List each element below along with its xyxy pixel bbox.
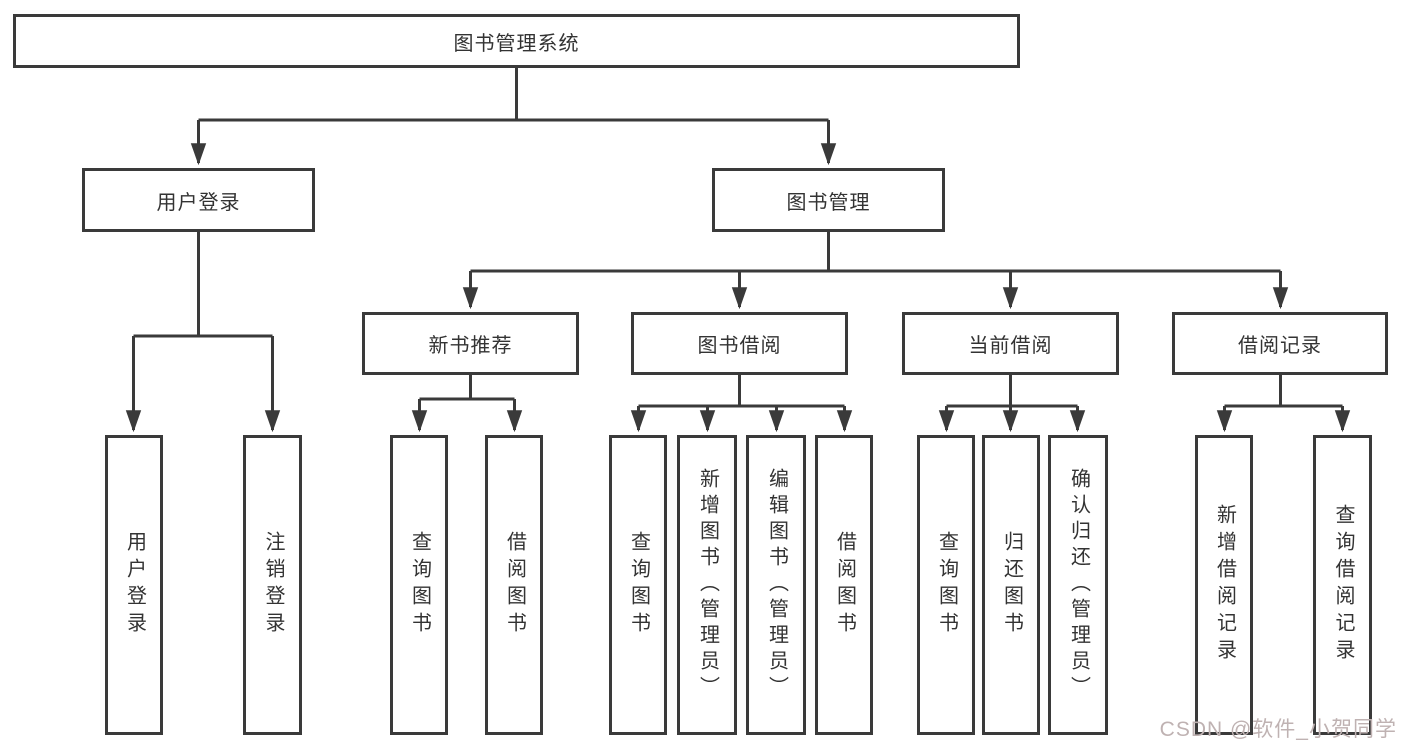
leaf-confirm-return-admin-label: 确认归还（管理员） [1067,468,1090,702]
csdn-watermark: CSDN @软件_小贺同学 [1159,718,1397,741]
node-borrowing-records: 借阅记录 [1172,312,1388,375]
leaf-query-books-recommend-label: 查询图书 [408,531,431,639]
leaf-borrow-books-recommend-label: 借阅图书 [503,531,526,639]
leaf-borrow-books-borrowing-label: 借阅图书 [833,531,856,639]
leaf-borrow-books-borrowing: 借阅图书 [815,435,873,735]
node-new-book-recommend-label: 新书推荐 [428,335,513,357]
leaf-edit-book-admin: 编辑图书（管理员） [746,435,806,735]
node-book-borrowing: 图书借阅 [631,312,848,375]
leaf-query-books-borrowing-label: 查询图书 [627,531,650,639]
node-root: 图书管理系统 [13,14,1020,68]
leaf-query-borrow-record-label: 查询借阅记录 [1332,504,1354,666]
node-user-login-label: 用户登录 [156,191,241,214]
leaf-query-books-borrowing: 查询图书 [609,435,667,735]
node-borrowing-records-label: 借阅记录 [1238,335,1322,357]
leaf-query-borrow-record: 查询借阅记录 [1313,435,1372,735]
node-current-borrowing-label: 当前借阅 [968,335,1053,357]
leaf-query-books-recommend: 查询图书 [390,435,448,735]
node-book-borrowing-label: 图书借阅 [697,335,782,357]
node-root-label: 图书管理系统 [453,32,580,55]
node-book-management: 图书管理 [712,168,945,232]
leaf-edit-book-admin-label: 编辑图书（管理员） [765,468,788,702]
leaf-logout-label: 注销登录 [262,531,284,639]
leaf-return-books-label: 归还图书 [1000,531,1023,639]
leaf-return-books: 归还图书 [982,435,1040,735]
leaf-query-books-current-label: 查询图书 [935,531,958,639]
leaf-add-borrow-record: 新增借阅记录 [1195,435,1253,735]
leaf-add-book-admin: 新增图书（管理员） [677,435,737,735]
leaf-user-login-label: 用户登录 [123,531,146,639]
leaf-confirm-return-admin: 确认归还（管理员） [1048,435,1108,735]
leaf-borrow-books-recommend: 借阅图书 [485,435,543,735]
leaf-user-login: 用户登录 [105,435,163,735]
node-user-login: 用户登录 [82,168,315,232]
leaf-query-books-current: 查询图书 [917,435,975,735]
node-book-management-label: 图书管理 [786,191,871,214]
node-new-book-recommend: 新书推荐 [362,312,579,375]
leaf-add-book-admin-label: 新增图书（管理员） [696,468,719,702]
leaf-logout: 注销登录 [243,435,302,735]
node-current-borrowing: 当前借阅 [902,312,1119,375]
leaf-add-borrow-record-label: 新增借阅记录 [1213,504,1236,666]
